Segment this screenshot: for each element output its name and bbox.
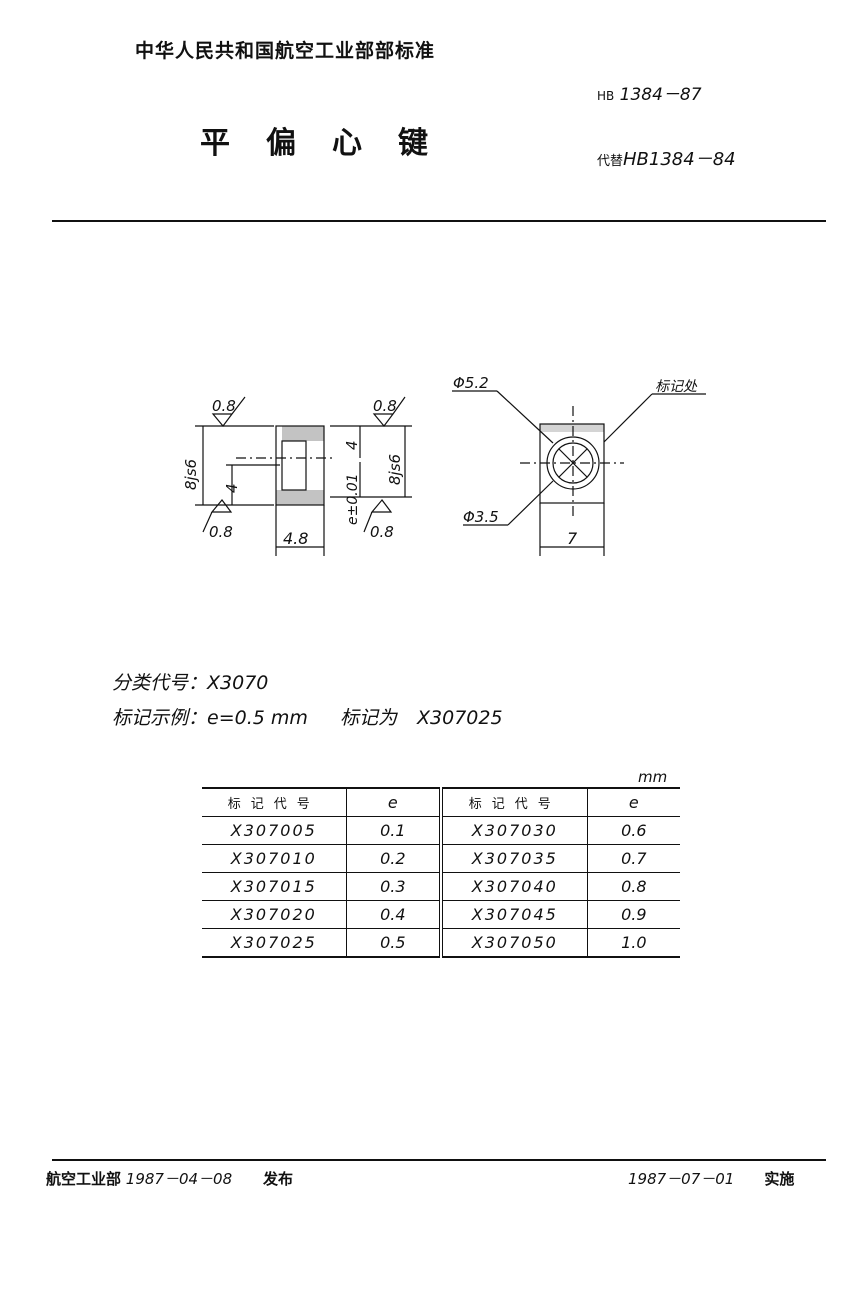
header-e-left: e <box>346 787 443 817</box>
code-cell: X307050 <box>440 928 588 958</box>
marking-as-label: 标记为 <box>339 707 397 729</box>
e-cell: 1.0 <box>587 928 680 958</box>
table-row: X307010 0.2 X307035 0.7 <box>202 844 680 873</box>
e-cell: 0.3 <box>346 872 443 901</box>
technical-drawing: 0.8 0.8 8js6 4 4.8 0.8 0.8 8js6 4 e±0.01… <box>182 374 706 556</box>
table-row: X307020 0.4 X307045 0.9 <box>202 900 680 929</box>
section-height-tolerance: 8js6 <box>386 454 404 485</box>
section-height: 4 <box>343 440 361 450</box>
code-cell: X307025 <box>202 928 347 958</box>
section-eccentricity: e±0.01 <box>345 473 361 525</box>
document-title: 平偏心键 <box>200 126 464 161</box>
footer-effective: 1987－07－01 实施 <box>628 1168 794 1189</box>
header-rule <box>52 220 826 222</box>
top-width: 7 <box>567 529 578 548</box>
code-cell: X307010 <box>202 844 347 873</box>
section-roughness-bottom: 0.8 <box>370 523 394 541</box>
code-cell: X307030 <box>440 816 588 845</box>
code-cell: X307035 <box>440 844 588 873</box>
side-roughness-bottom: 0.8 <box>209 523 233 541</box>
side-height-tolerance: 8js6 <box>182 459 200 490</box>
code-cell: X307045 <box>440 900 588 929</box>
top-diameter-outer: Φ5.2 <box>453 374 489 392</box>
table-header-row: 标记代号 e 标记代号 e <box>202 787 680 817</box>
e-cell: 0.7 <box>587 844 680 873</box>
top-diameter-inner: Φ3.5 <box>463 508 499 526</box>
e-cell: 0.5 <box>346 928 443 958</box>
code-cell: X307020 <box>202 900 347 929</box>
marking-example-label: 标记示例： <box>112 707 208 729</box>
standard-number-value: 1384－87 <box>619 85 702 105</box>
header-code-right: 标记代号 <box>440 787 588 817</box>
e-cell: 0.2 <box>346 844 443 873</box>
standard-number: HB 1384－87 <box>597 80 702 105</box>
issuer: 航空工业部 <box>46 1170 122 1188</box>
e-cell: 0.1 <box>346 816 443 845</box>
top-mark-location: 标记处 <box>655 379 698 395</box>
classification-label: 分类代号： <box>112 672 208 694</box>
code-cell: X307040 <box>440 872 588 901</box>
side-roughness-top: 0.8 <box>212 397 236 415</box>
issue-date: 1987－04－08 <box>125 1170 233 1188</box>
e-cell: 0.4 <box>346 900 443 929</box>
e-cell: 0.9 <box>587 900 680 929</box>
side-width: 4.8 <box>283 529 308 548</box>
standard-prefix: HB <box>597 89 615 103</box>
header-e-right: e <box>587 787 680 817</box>
table-row: X307005 0.1 X307030 0.6 <box>202 816 680 845</box>
e-cell: 0.6 <box>587 816 680 845</box>
replaces-value: HB1384－84 <box>623 149 736 170</box>
replaces-standard: 代替HB1384－84 <box>597 145 736 171</box>
marking-example-line: 标记示例：e=0.5 mm 标记为 X307025 <box>112 703 503 730</box>
classification-code: X3070 <box>207 672 269 694</box>
table-unit: mm <box>638 768 668 786</box>
marking-example-value: e=0.5 mm <box>207 707 308 729</box>
e-cell: 0.8 <box>587 872 680 901</box>
footer-issue: 航空工业部 1987－04－08 发布 <box>46 1168 293 1189</box>
table-row: X307025 0.5 X307050 1.0 <box>202 928 680 958</box>
key-data-table: 标记代号 e 标记代号 e X307005 0.1 X307030 0.6 X3… <box>202 787 680 958</box>
header-code-left: 标记代号 <box>202 787 347 817</box>
table-row: X307015 0.3 X307040 0.8 <box>202 872 680 901</box>
code-cell: X307005 <box>202 816 347 845</box>
issuing-standard-heading: 中华人民共和国航空工业部部标准 <box>135 40 436 62</box>
marking-as-value: X307025 <box>417 707 503 729</box>
issue-label: 发布 <box>262 1170 293 1188</box>
section-roughness-top: 0.8 <box>373 397 397 415</box>
replaces-prefix: 代替 <box>597 154 624 169</box>
side-inner-height: 4 <box>223 483 241 493</box>
classification-line: 分类代号：X3070 <box>112 668 268 695</box>
code-cell: X307015 <box>202 872 347 901</box>
footer-rule <box>52 1159 826 1161</box>
effective-date: 1987－07－01 <box>628 1170 735 1188</box>
effective-label: 实施 <box>764 1170 795 1188</box>
